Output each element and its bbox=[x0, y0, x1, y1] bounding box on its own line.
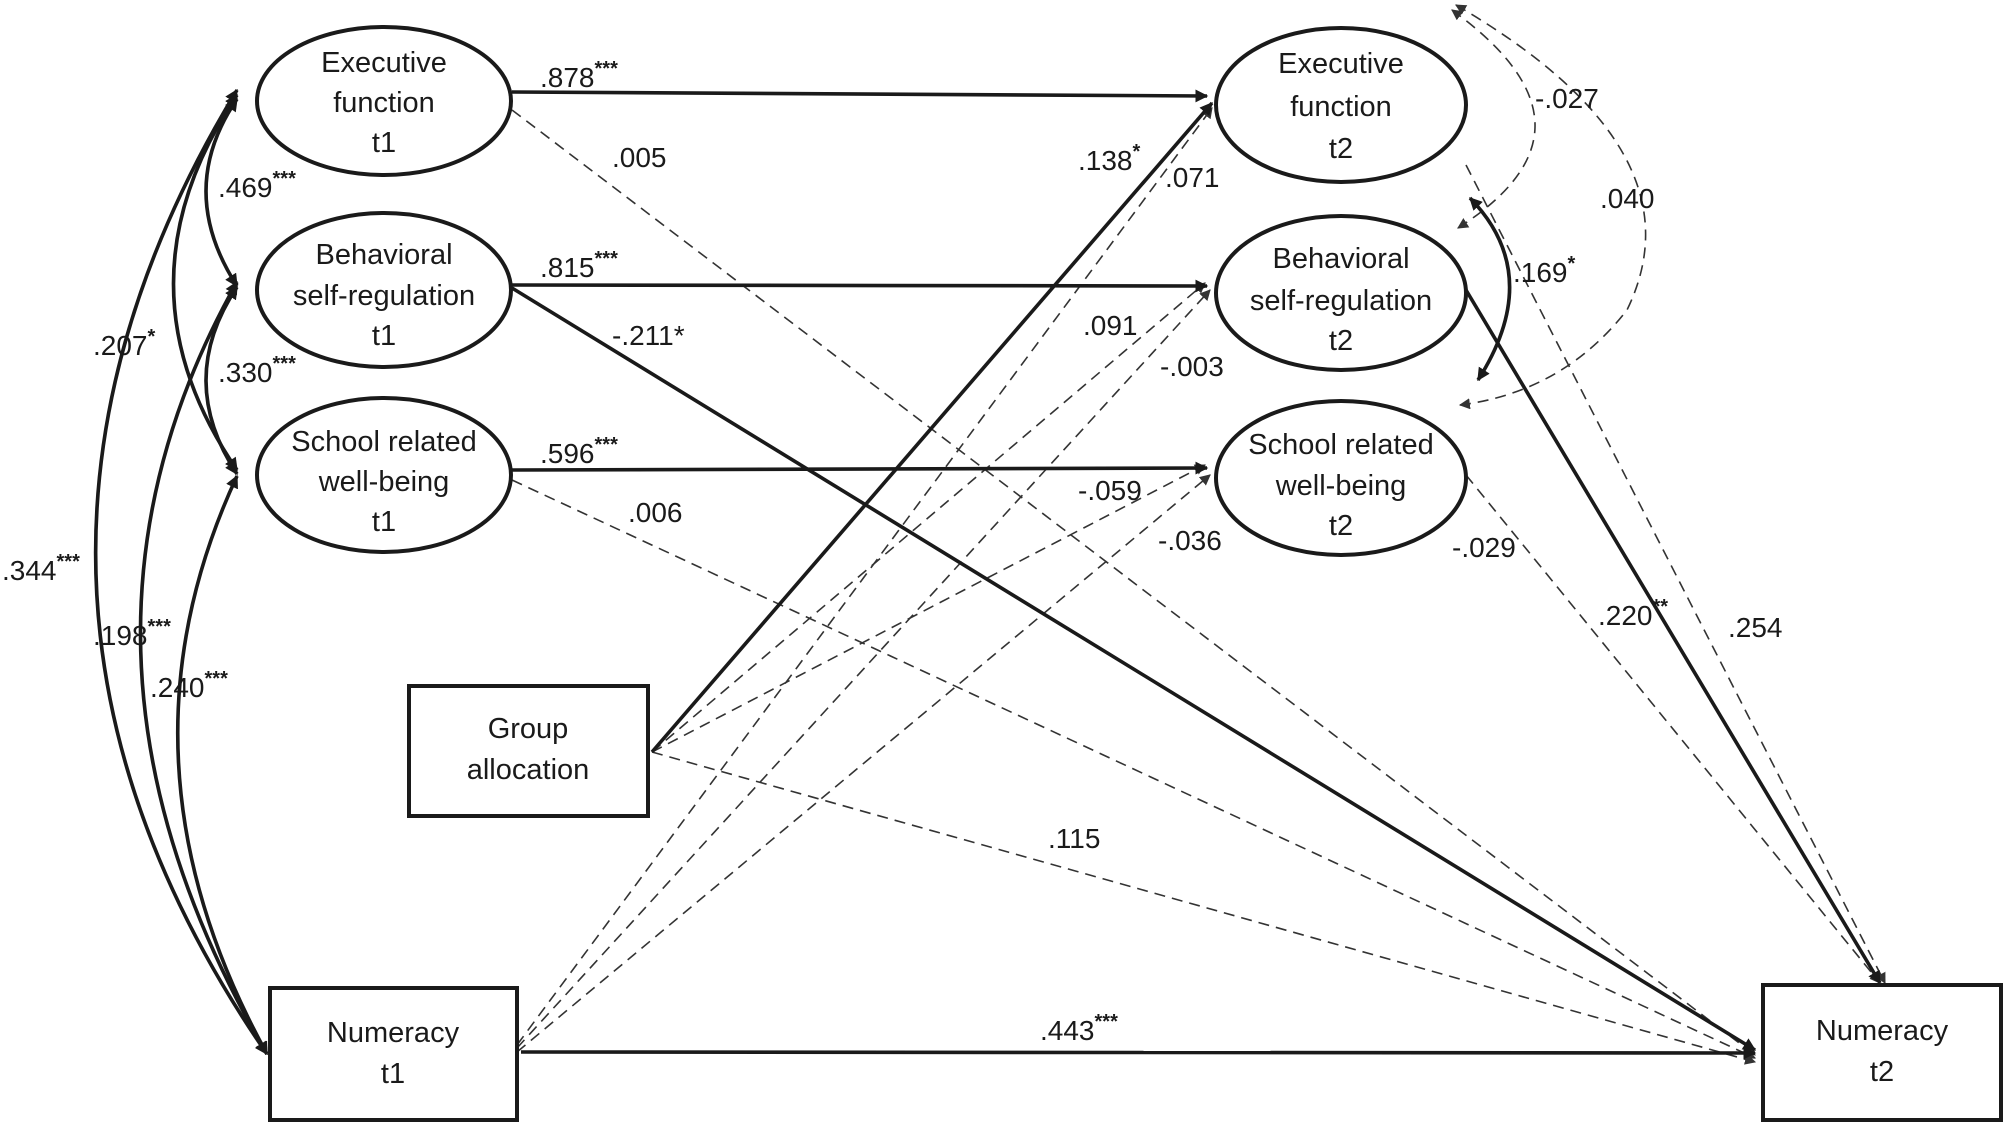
coef-cov-ef1-bsr1: .469*** bbox=[218, 168, 296, 203]
coefficient-labels: .878*** .815*** .596*** .443*** .005 -.2… bbox=[2, 58, 1783, 1046]
coef-num-stability: .443*** bbox=[1040, 1011, 1118, 1046]
path-ef1-to-ef2 bbox=[511, 89, 1209, 103]
node-ef-t1: Executive function t1 bbox=[255, 25, 513, 177]
cov-ef2-bsr2 bbox=[1451, 9, 1536, 229]
path-group-to-bsr2 bbox=[651, 282, 1206, 753]
path-srwb1-to-srwb2 bbox=[511, 461, 1209, 475]
solid-paths bbox=[93, 88, 1882, 1060]
node-label-line: t2 bbox=[1329, 325, 1353, 357]
coef-group-to-ef2: .138* bbox=[1078, 141, 1141, 176]
coef-cov-ef1-srwb1: .207* bbox=[93, 326, 156, 361]
node-label-line: well-being bbox=[318, 466, 450, 498]
cov-bsr2-srwb2 bbox=[1468, 196, 1512, 382]
node-label-line: t1 bbox=[372, 506, 396, 538]
node-label-line: t1 bbox=[372, 127, 396, 159]
node-label-line: function bbox=[333, 87, 435, 119]
cov-ef1-bsr1 bbox=[204, 97, 239, 288]
cov-ef2-srwb2 bbox=[1455, 4, 1647, 410]
cov-ef1-num1 bbox=[93, 88, 269, 1056]
path-group-to-ef2 bbox=[650, 101, 1214, 754]
coef-cov-ef2-bsr2: -.027 bbox=[1535, 83, 1599, 114]
node-label-line: Executive bbox=[321, 47, 447, 79]
path-srwb2-to-num2 bbox=[1465, 474, 1881, 984]
node-srwb-t2: School related well-being t2 bbox=[1214, 399, 1468, 557]
path-group-to-srwb2 bbox=[651, 464, 1206, 753]
path-bsr1-to-bsr2 bbox=[511, 279, 1209, 293]
path-srwb1-to-num2 bbox=[511, 479, 1756, 1059]
node-label-line: Executive bbox=[1278, 48, 1404, 80]
path-bsr1-to-num2 bbox=[511, 286, 1757, 1052]
node-label-line: Group bbox=[488, 713, 569, 745]
coef-srwb2-to-num2: -.029 bbox=[1452, 532, 1516, 563]
coef-srwb1-to-num2: .006 bbox=[628, 497, 683, 528]
node-label-line: School related bbox=[1248, 429, 1433, 461]
coef-cov-srwb1-num1: .240*** bbox=[150, 668, 228, 703]
path-ef1-to-num2 bbox=[511, 109, 1756, 1056]
dashed-paths bbox=[511, 4, 1886, 1065]
node-label-line: Numeracy bbox=[327, 1017, 460, 1049]
cov-bsr1-num1 bbox=[138, 280, 269, 1056]
path-num1-to-ef2 bbox=[516, 107, 1213, 1046]
node-numeracy-t2: Numeracy t2 bbox=[1761, 983, 2003, 1122]
coef-cov-ef2-srwb2: .040 bbox=[1600, 183, 1655, 214]
coef-ef1-to-num2: .005 bbox=[612, 142, 667, 173]
coef-bsr1-to-num2: -.211* bbox=[612, 320, 685, 351]
coef-cov-bsr2-srwb2: .169* bbox=[1513, 253, 1576, 288]
node-label-line: t1 bbox=[381, 1058, 405, 1090]
node-numeracy-t1: Numeracy t1 bbox=[268, 986, 519, 1122]
path-num1-to-num2 bbox=[520, 1046, 1757, 1060]
coef-ef-stability: .878*** bbox=[540, 58, 618, 93]
node-bsr-t1: Behavioral self-regulation t1 bbox=[255, 211, 513, 369]
coef-bsr-stability: .815*** bbox=[540, 248, 618, 283]
node-label-line: function bbox=[1290, 91, 1392, 123]
cov-ef1-srwb1 bbox=[171, 93, 239, 472]
coef-cov-bsr1-num1: .198*** bbox=[93, 616, 171, 651]
node-label-line: Numeracy bbox=[1816, 1015, 1949, 1047]
path-num1-to-bsr2 bbox=[516, 289, 1211, 1049]
node-label-line: School related bbox=[291, 426, 476, 458]
coef-ef2-to-num2: .254 bbox=[1728, 612, 1783, 643]
path-num1-to-srwb2 bbox=[516, 474, 1211, 1053]
cov-srwb1-num1 bbox=[175, 474, 269, 1056]
node-label-line: well-being bbox=[1275, 470, 1407, 502]
coef-cov-ef1-num1: .344*** bbox=[2, 551, 80, 586]
coef-group-to-bsr2: .091 bbox=[1083, 310, 1138, 341]
node-bsr-t2: Behavioral self-regulation t2 bbox=[1214, 214, 1468, 372]
coef-srwb-stability: .596*** bbox=[540, 434, 618, 469]
coef-cov-bsr1-srwb1: .330*** bbox=[218, 353, 296, 388]
path-bsr2-to-num2 bbox=[1464, 289, 1882, 985]
node-label-line: t2 bbox=[1870, 1056, 1894, 1088]
path-ef2-to-num2 bbox=[1465, 164, 1886, 984]
node-label-line: Behavioral bbox=[315, 239, 452, 271]
coef-num1-to-bsr2: -.003 bbox=[1160, 351, 1224, 382]
node-label-line: t2 bbox=[1329, 133, 1353, 165]
node-label-line: self-regulation bbox=[293, 280, 475, 312]
node-label-line: t2 bbox=[1329, 510, 1353, 542]
node-label-line: self-regulation bbox=[1250, 285, 1432, 317]
node-ef-t2: Executive function t2 bbox=[1214, 26, 1468, 184]
node-label-line: t1 bbox=[372, 320, 396, 352]
coef-num1-to-srwb2: -.036 bbox=[1158, 525, 1222, 556]
node-group-allocation: Group allocation bbox=[407, 684, 650, 818]
node-label-line: allocation bbox=[467, 754, 590, 786]
coef-group-to-srwb2: -.059 bbox=[1078, 475, 1142, 506]
node-srwb-t1: School related well-being t1 bbox=[255, 396, 513, 554]
coef-group-to-num2: .115 bbox=[1048, 823, 1100, 854]
coef-num1-to-ef2: .071 bbox=[1165, 162, 1220, 193]
coef-bsr2-to-num2: .220** bbox=[1598, 596, 1668, 631]
node-label-line: Behavioral bbox=[1272, 243, 1409, 275]
path-group-to-num2 bbox=[651, 751, 1757, 1065]
